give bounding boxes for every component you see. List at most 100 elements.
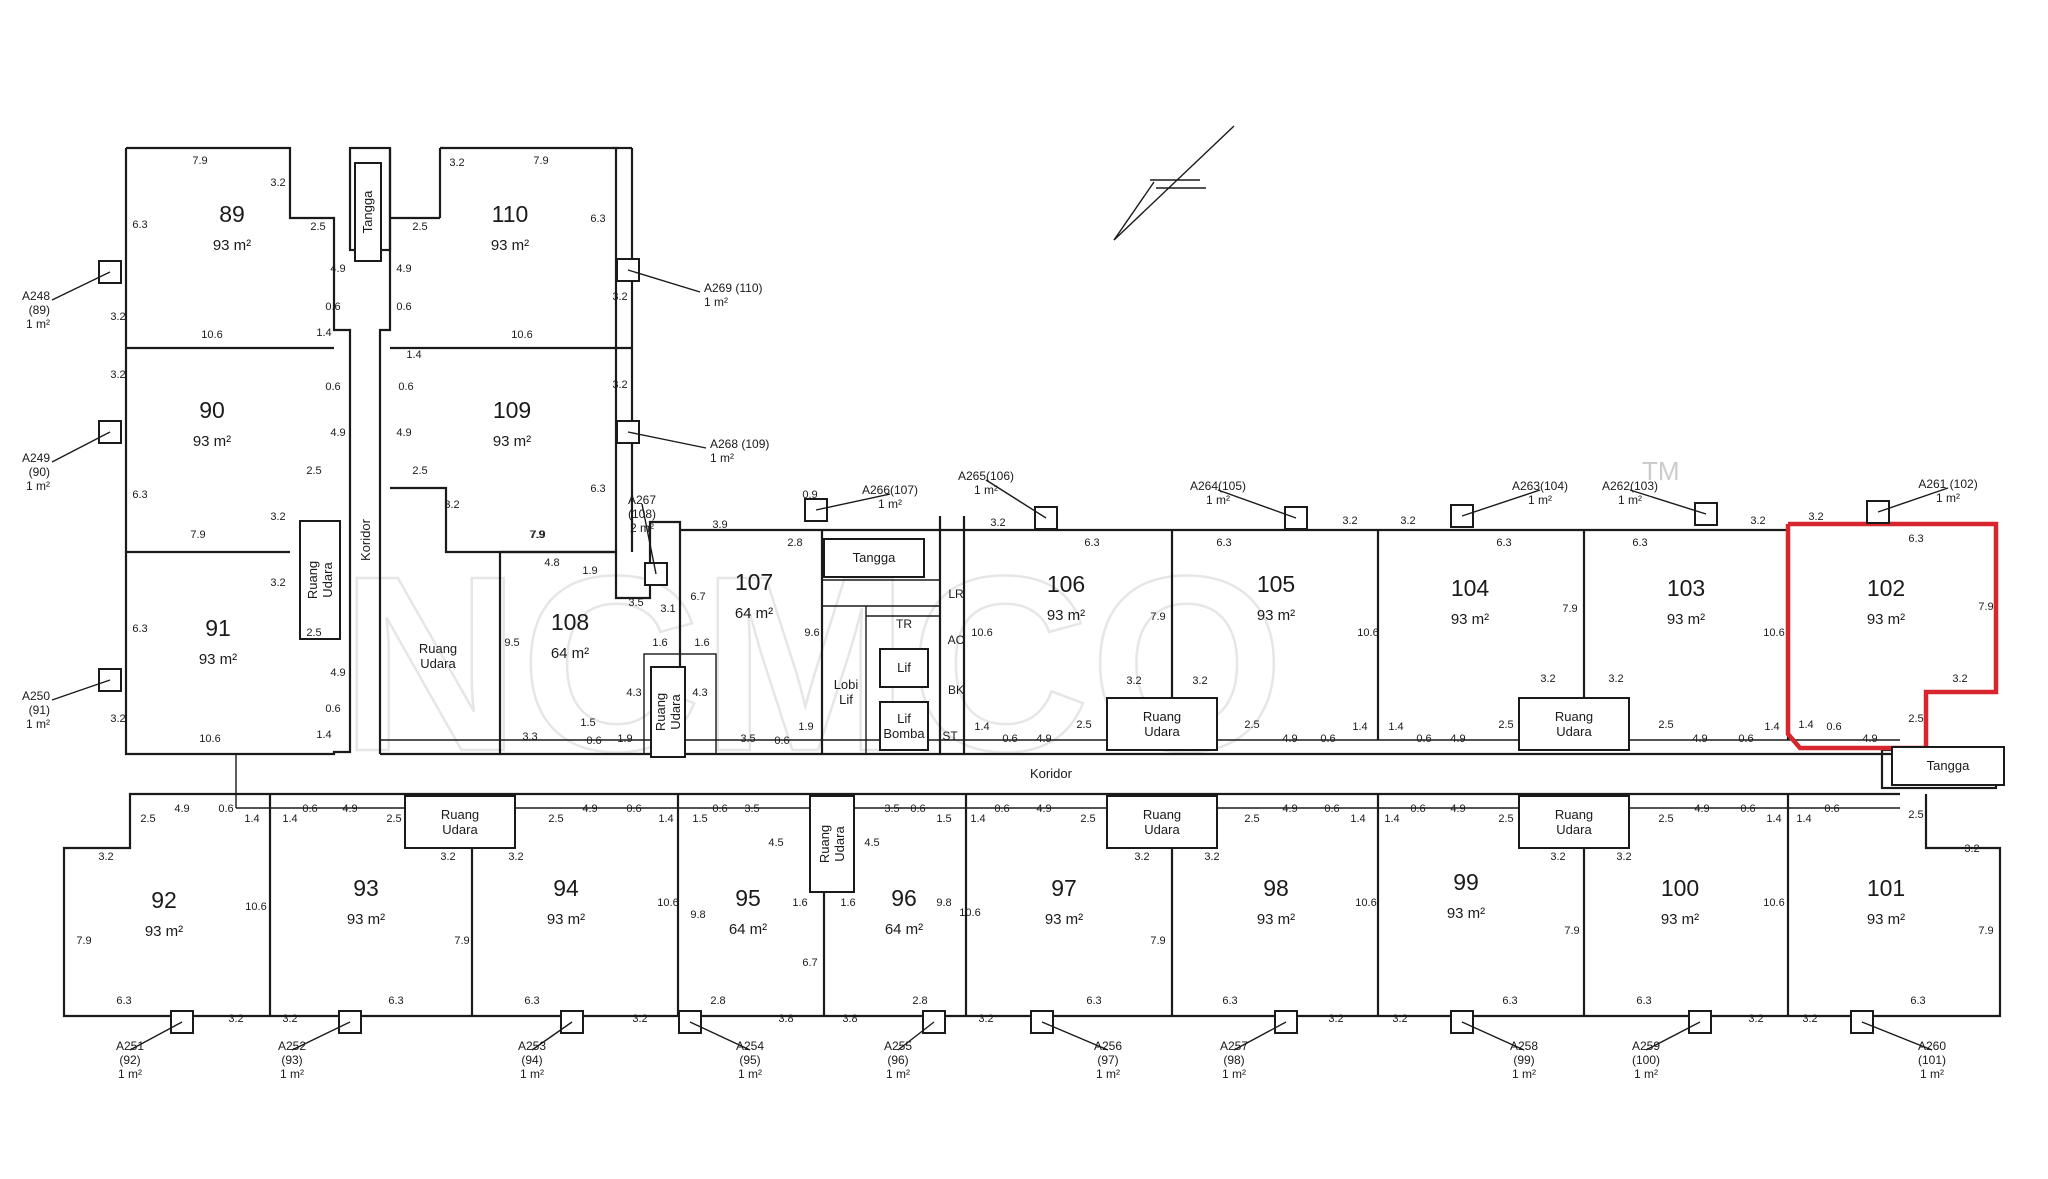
- dimension-label: 2.5: [386, 813, 401, 825]
- dimension-label: 3.1: [660, 603, 675, 615]
- service-box: [404, 795, 516, 849]
- dimension-label: 10.6: [199, 733, 220, 745]
- accessory-unit: (108): [628, 507, 656, 521]
- service-box: [879, 701, 929, 751]
- service-label: Tangga: [1927, 758, 1970, 773]
- leader-line: [985, 479, 1047, 519]
- service-box: [1518, 697, 1630, 751]
- unit-number: 108: [551, 609, 589, 635]
- service-box: [1106, 697, 1218, 751]
- unit-number: 102: [1867, 575, 1905, 601]
- dimension-label: 3.2: [1952, 673, 1967, 685]
- dimension-label: 0.6: [994, 803, 1009, 815]
- accessory-code: A259: [1632, 1039, 1660, 1053]
- accessory-code: A257: [1220, 1039, 1248, 1053]
- dimension-label: 3.2: [449, 157, 464, 169]
- dimension-label: 0.6: [626, 803, 641, 815]
- accessory-area: 1 m²: [520, 1067, 544, 1081]
- accessory-a261: A261 (102)1 m²: [1866, 477, 1978, 524]
- accessory-code: A251: [116, 1039, 144, 1053]
- unit-area: 93 m²: [493, 433, 531, 450]
- accessory-unit: (90): [29, 465, 50, 479]
- accessory-code: A266(107): [862, 483, 918, 497]
- dimension-label: 2.5: [306, 627, 321, 639]
- dimension-label: 6.3: [590, 483, 605, 495]
- dimension-label: 0.6: [1826, 721, 1841, 733]
- leader-line: [51, 271, 111, 301]
- dimension-label: 4.9: [1862, 733, 1877, 745]
- dimension-label: 2.5: [1908, 713, 1923, 725]
- dimension-label: 2.5: [140, 813, 155, 825]
- dimension-label: 1.4: [282, 813, 297, 825]
- dimension-label: 6.7: [802, 957, 817, 969]
- dimension-label: 6.3: [1632, 537, 1647, 549]
- dimension-label: 2.8: [710, 995, 725, 1007]
- accessory-unit: (100): [1632, 1053, 1660, 1067]
- unit-number: 106: [1047, 571, 1085, 597]
- leader-line: [641, 503, 657, 575]
- unit-area: 93 m²: [199, 651, 237, 668]
- dimension-label: 3.2: [1134, 851, 1149, 863]
- dimension-label: 7.9: [454, 935, 469, 947]
- unit-area: 93 m²: [193, 433, 231, 450]
- dimension-label: 0.6: [910, 803, 925, 815]
- unit-102-highlight: [1785, 521, 1999, 751]
- dimension-label: 9.5: [504, 637, 519, 649]
- accessory-code: A250: [22, 689, 50, 703]
- unit-area: 93 m²: [547, 911, 585, 928]
- dimension-label: 7.9: [192, 155, 207, 167]
- unit-number: 104: [1451, 575, 1490, 601]
- service-koridor-v: Koridor: [358, 518, 373, 561]
- leader-line: [1041, 1021, 1109, 1051]
- accessory-a262: A262(103)1 m²: [1602, 479, 1718, 526]
- dimension-label: 3.2: [110, 311, 125, 323]
- dimension-label: 6.3: [116, 995, 131, 1007]
- dimension-label: 3.2: [444, 499, 459, 511]
- dimension-label: 3.2: [1400, 515, 1415, 527]
- dimension-label: 1.5: [936, 813, 951, 825]
- dimension-label: 2.5: [306, 465, 321, 477]
- dimension-label: 4.9: [342, 803, 357, 815]
- room-code-label: LR: [948, 587, 964, 601]
- dimension-label: 1.4: [316, 327, 331, 339]
- dimension-label: 3.2: [612, 291, 627, 303]
- dimension-label: 2.5: [1658, 719, 1673, 731]
- accessory-area: 1 m²: [1096, 1067, 1120, 1081]
- unit-number: 109: [493, 397, 531, 423]
- dimension-label: 0.6: [712, 803, 727, 815]
- accessory-area: 1 m²: [1512, 1067, 1536, 1081]
- dimension-label: 10.6: [511, 329, 532, 341]
- dimension-label: 6.3: [1908, 533, 1923, 545]
- unit-number: 103: [1667, 575, 1705, 601]
- accessory-area: 1 m²: [1634, 1067, 1658, 1081]
- dimension-label: 4.9: [1450, 803, 1465, 815]
- dimension-label: 2.5: [412, 221, 427, 233]
- service-box: [1518, 795, 1630, 849]
- dimension-label: 1.4: [1766, 813, 1781, 825]
- dimension-label: 6.3: [1910, 995, 1925, 1007]
- dimension-label: 3.2: [1802, 1013, 1817, 1025]
- dimension-label: 1.4: [244, 813, 259, 825]
- leader-line: [1861, 1021, 1933, 1051]
- leader-line: [1461, 1021, 1525, 1051]
- service-box: [809, 795, 855, 893]
- accessory-code: A258: [1510, 1039, 1538, 1053]
- dimension-label: 3.2: [110, 713, 125, 725]
- dimension-label: 10.6: [201, 329, 222, 341]
- dimension-label: 3.2: [990, 517, 1005, 529]
- room-code-label: TR: [896, 617, 912, 631]
- dimension-label: 3.2: [1808, 511, 1823, 523]
- room-code-label: BK: [948, 683, 964, 697]
- dimension-label: 3.2: [612, 379, 627, 391]
- accessory-unit: (89): [29, 303, 50, 317]
